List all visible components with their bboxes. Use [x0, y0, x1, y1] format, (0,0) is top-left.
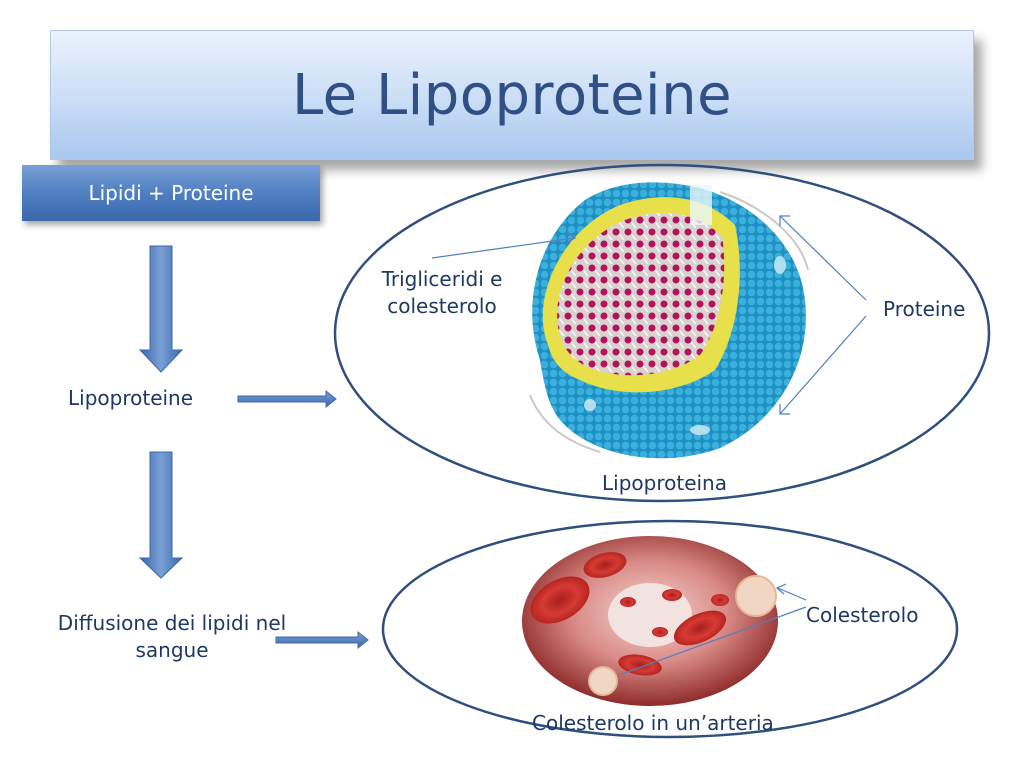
lipoproteina-label: Lipoproteina — [602, 471, 727, 495]
right-arrow-icon — [237, 389, 337, 409]
page-title: Le Lipoproteine — [291, 62, 733, 128]
lipidi-proteine-box: Lipidi + Proteine — [22, 165, 320, 221]
trigliceridi-label: Trigliceridi e colesterolo — [381, 267, 503, 318]
pointer-lines — [431, 215, 867, 415]
lipoprotein-ellipse — [333, 163, 991, 503]
artery-ellipse — [381, 519, 959, 739]
arteria-caption: Colesterolo in un’arteria — [532, 711, 774, 735]
lipoproteine-label: Lipoproteine — [68, 386, 194, 410]
colesterolo-label: Colesterolo — [806, 603, 919, 627]
down-arrow-icon — [138, 451, 184, 579]
down-arrow-icon — [138, 245, 184, 373]
right-arrow-icon — [275, 630, 369, 650]
pointer-lines — [621, 583, 807, 675]
proteine-label: Proteine — [883, 297, 966, 321]
lipoprotein-illustration — [529, 182, 809, 459]
artery-illustration — [522, 536, 778, 706]
diffusione-label: Diffusione dei lipidi nel sangue — [57, 611, 287, 662]
title-banner: Le Lipoproteine — [50, 30, 974, 160]
lipidi-proteine-label: Lipidi + Proteine — [88, 181, 254, 205]
